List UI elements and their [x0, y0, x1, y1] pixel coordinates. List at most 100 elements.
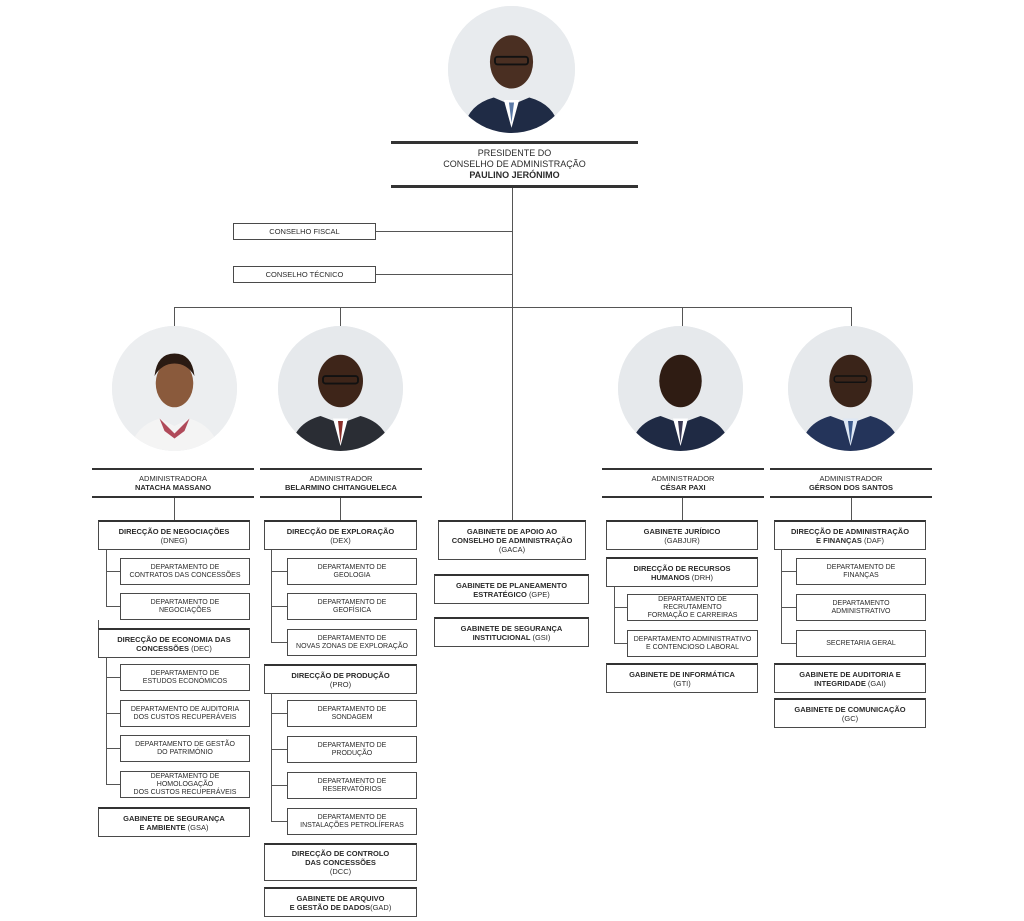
unit-code: (GTI) [673, 678, 691, 688]
unit-drh: DIRECÇÃO DE RECURSOS HUMANOS (DRH) [606, 557, 758, 587]
dept-line2: PRODUÇÃO [331, 749, 373, 757]
conselho-tecnico-label: CONSELHO TÉCNICO [265, 270, 344, 279]
unit-dex: DIRECÇÃO DE EXPLORAÇÃO (DEX) [264, 520, 417, 550]
col2-connector [340, 498, 341, 520]
admin-drop-2 [340, 307, 341, 327]
dneg-branch-1 [106, 571, 120, 572]
daf-tree-line [781, 550, 782, 643]
dept-box: DEPARTAMENTO DE FINANÇAS [796, 558, 926, 585]
dept-line1: SECRETARIA GERAL [826, 639, 896, 647]
dept-line2: RESERVATÓRIOS [322, 785, 382, 793]
dept-box: DEPARTAMENTO DE GESTÃO DO PATRIMÓNIO [120, 735, 250, 762]
dex-branch-2 [271, 606, 287, 607]
president-title-line2: CONSELHO DE ADMINISTRAÇÃO [443, 159, 586, 169]
admin-role: ADMINISTRADOR [309, 474, 373, 483]
unit-code: (GAD) [370, 902, 392, 912]
dept-box: DEPARTAMENTO ADMINISTRATIVO E CONTENCIOS… [627, 630, 758, 657]
dex-branch-1 [271, 571, 287, 572]
dept-line1: DEPARTAMENTO DE [317, 563, 387, 571]
person-silhouette-icon [112, 326, 237, 451]
dept-line2: ADMINISTRATIVO [831, 607, 891, 615]
admin-name: NATACHA MASSANO [134, 483, 212, 492]
dept-line1: DEPARTAMENTO DE [317, 813, 387, 821]
unit-title: DIRECÇÃO DE ADMINISTRAÇÃO [790, 526, 910, 536]
conselho-fiscal-label: CONSELHO FISCAL [269, 227, 340, 236]
unit-code: (DEC) [191, 643, 212, 653]
unit-code: (GSI) [532, 632, 551, 642]
admin-name: GÉRSON DOS SANTOS [808, 483, 894, 492]
unit-code: (GAI) [867, 678, 886, 688]
unit-title-2: ESTRATÉGICO [473, 589, 527, 599]
unit-dcc: DIRECÇÃO DE CONTROLO DAS CONCESSÕES (DCC… [264, 843, 417, 881]
unit-title-2: INTEGRIDADE [814, 678, 866, 688]
unit-gabjur: GABINETE JURÍDICO (GABJUR) [606, 520, 758, 550]
admin-photo-belarmino [278, 326, 403, 451]
unit-code: (GABJUR) [664, 535, 700, 545]
admin-namebar-belarmino: ADMINISTRADOR BELARMINO CHITANGUELECA [260, 468, 422, 498]
daf-branch-3 [781, 643, 796, 644]
admin-name: BELARMINO CHITANGUELECA [285, 483, 397, 492]
dept-line1: DEPARTAMENTO DE RECRUTAMENTO [658, 595, 727, 611]
dneg-branch-2 [106, 606, 120, 607]
drh-branch-2 [614, 643, 627, 644]
dept-line2: NEGOCIAÇÕES [158, 606, 212, 614]
unit-title-2: HUMANOS [650, 572, 690, 582]
unit-title: GABINETE DE INFORMÁTICA [629, 669, 735, 679]
admin-role: ADMINISTRADOR [651, 474, 715, 483]
president-photo [448, 6, 575, 133]
dept-box: DEPARTAMENTO DE ESTUDOS ECONÓMICOS [120, 664, 250, 691]
admin-photo-gerson [788, 326, 913, 451]
admin-drop-4 [851, 307, 852, 327]
dept-box: DEPARTAMENTO DE NOVAS ZONAS DE EXPLORAÇÃ… [287, 629, 417, 656]
dept-box: DEPARTAMENTO DE CONTRATOS DAS CONCESSÕES [120, 558, 250, 585]
unit-code: (GC) [841, 713, 859, 723]
daf-branch-2 [781, 607, 796, 608]
pro-branch-2 [271, 749, 287, 750]
dept-line2: GEOFÍSICA [332, 606, 372, 614]
unit-gai: GABINETE DE AUDITORIA E INTEGRIDADE (GAI… [774, 663, 926, 693]
unit-code: (DRH) [691, 572, 714, 582]
admin-namebar-natacha: ADMINISTRADORA NATACHA MASSANO [92, 468, 254, 498]
unit-gaca: GABINETE DE APOIO AO CONSELHO DE ADMINIS… [438, 520, 586, 560]
admin-drop-1 [174, 307, 175, 327]
unit-title-2: INSTITUCIONAL [472, 632, 531, 642]
dept-line2: ESTUDOS ECONÓMICOS [142, 677, 228, 685]
unit-title-2: E AMBIENTE [139, 822, 186, 832]
admin-namebar-gerson: ADMINISTRADOR GÉRSON DOS SANTOS [770, 468, 932, 498]
dept-line2: NOVAS ZONAS DE EXPLORAÇÃO [296, 642, 408, 650]
dept-box: DEPARTAMENTO DE HOMOLOGAÇÃO DOS CUSTOS R… [120, 771, 250, 798]
pro-tree-line [271, 694, 272, 821]
unit-code: (PRO) [329, 679, 352, 689]
unit-daf: DIRECÇÃO DE ADMINISTRAÇÃO E FINANÇAS (DA… [774, 520, 926, 550]
dept-line2: E CONTENCIOSO LABORAL [646, 643, 739, 651]
admin-bus-line [174, 307, 851, 308]
conselho-tecnico-box: CONSELHO TÉCNICO [233, 266, 376, 283]
dept-line2: INSTALAÇÕES PETROLÍFERAS [300, 821, 404, 829]
unit-gsa: GABINETE DE SEGURANÇA E AMBIENTE (GSA) [98, 807, 250, 837]
dept-box: DEPARTAMENTO DE GEOLOGIA [287, 558, 417, 585]
person-silhouette-icon [788, 326, 913, 451]
unit-code: (GACA) [498, 545, 526, 554]
admin-role: ADMINISTRADORA [139, 474, 207, 483]
unit-title: GABINETE DE PLANEAMENTO [455, 580, 568, 590]
admin-drop-3 [682, 307, 683, 327]
conselho-tecnico-connector [376, 274, 512, 275]
unit-title: DIRECÇÃO DE CONTROLO [291, 849, 390, 858]
unit-code: (DCC) [329, 867, 352, 876]
dept-box: DEPARTAMENTO DE GEOFÍSICA [287, 593, 417, 620]
unit-title-2: E FINANÇAS [816, 535, 862, 545]
unit-gc: GABINETE DE COMUNICAÇÃO (GC) [774, 698, 926, 728]
unit-title: GABINETE DE COMUNICAÇÃO [794, 704, 906, 714]
dept-line2: SONDAGEM [331, 713, 373, 721]
unit-title-2: DAS CONCESSÕES [305, 858, 376, 867]
conselho-fiscal-connector [376, 231, 512, 232]
unit-gsi: GABINETE DE SEGURANÇA INSTITUCIONAL (GSI… [434, 617, 589, 647]
dept-line1: DEPARTAMENTO DE HOMOLOGAÇÃO [150, 772, 220, 788]
unit-title: DIRECÇÃO DE NEGOCIAÇÕES [118, 526, 230, 536]
dept-box: DEPARTAMENTO DE PRODUÇÃO [287, 736, 417, 763]
dept-box: DEPARTAMENTO DE RESERVATÓRIOS [287, 772, 417, 799]
dneg-tree-line [106, 550, 107, 606]
person-silhouette-icon [278, 326, 403, 451]
unit-title: GABINETE DE SEGURANÇA [123, 813, 225, 823]
